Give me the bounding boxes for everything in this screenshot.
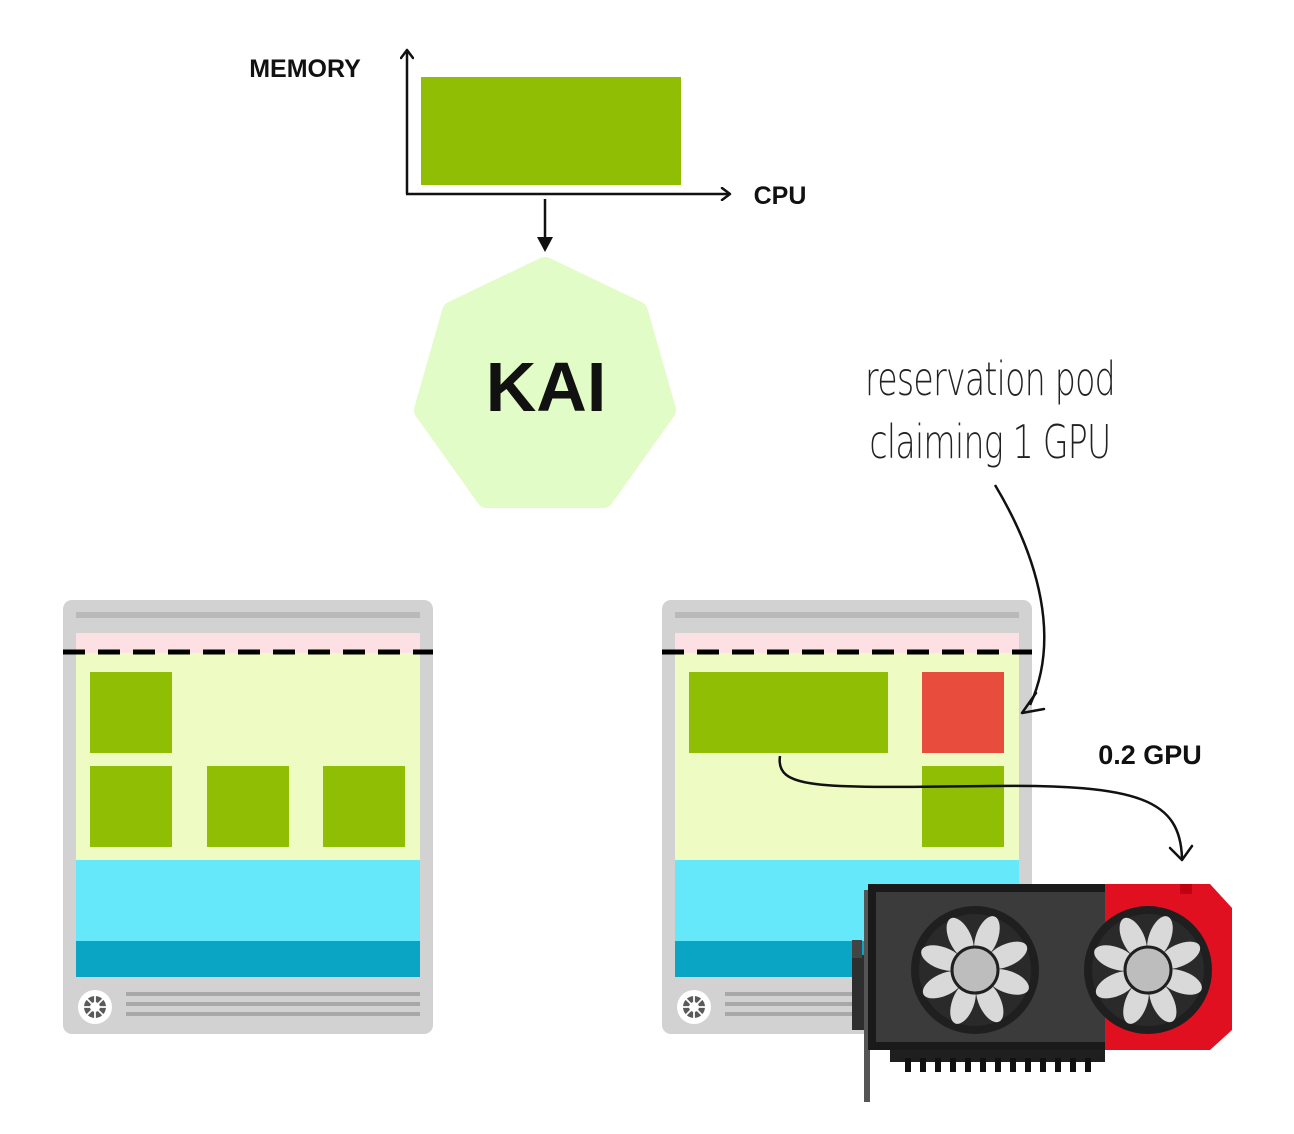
kai-scheduler: KAI bbox=[414, 257, 676, 508]
fractional-gpu-pod bbox=[689, 672, 888, 753]
reservation-label-line1: reservation pod bbox=[865, 354, 1115, 407]
gpu-card-icon bbox=[852, 884, 1232, 1102]
pod-block bbox=[922, 766, 1004, 847]
node-left bbox=[63, 600, 433, 1034]
reserved-band bbox=[675, 633, 1019, 653]
pod-resource-request-box bbox=[421, 77, 681, 185]
gpu-fraction-label: 0.2 GPU bbox=[1098, 740, 1202, 770]
pod-block bbox=[323, 766, 405, 847]
gpu-fraction-arrow bbox=[778, 755, 1184, 859]
pod-block bbox=[90, 672, 172, 753]
footer-line bbox=[126, 992, 420, 996]
cpu-axis-label: CPU bbox=[754, 182, 807, 210]
chart-to-scheduler-arrow bbox=[537, 199, 553, 252]
gpu-fraction-annotation: 0.2 GPU bbox=[778, 740, 1202, 862]
system-band bbox=[76, 860, 420, 941]
node-header-bar bbox=[675, 612, 1019, 618]
pod-block bbox=[207, 766, 289, 847]
memory-axis-label: MEMORY bbox=[249, 55, 361, 83]
footer-line bbox=[126, 1002, 420, 1006]
reservation-label-line2: claiming 1 GPU bbox=[869, 417, 1110, 470]
kubernetes-helm-icon bbox=[677, 990, 711, 1024]
reservation-annotation: reservation pod claiming 1 GPU bbox=[865, 354, 1116, 715]
reservation-pod bbox=[922, 672, 1004, 753]
resource-chart: MEMORY CPU bbox=[249, 50, 806, 210]
gpu-fan-icon bbox=[911, 906, 1039, 1034]
reserved-band bbox=[76, 633, 420, 653]
pod-block bbox=[90, 766, 172, 847]
reservation-pointer-arrow bbox=[993, 484, 1046, 706]
footer-line bbox=[126, 1012, 420, 1016]
system-band-dark bbox=[76, 941, 420, 977]
scheduler-heptagon-shape bbox=[414, 257, 676, 508]
kubernetes-helm-icon bbox=[78, 990, 112, 1024]
scheduler-name: KAI bbox=[486, 348, 607, 426]
gpu-fan-icon bbox=[1084, 906, 1212, 1034]
node-header-bar bbox=[76, 612, 420, 618]
